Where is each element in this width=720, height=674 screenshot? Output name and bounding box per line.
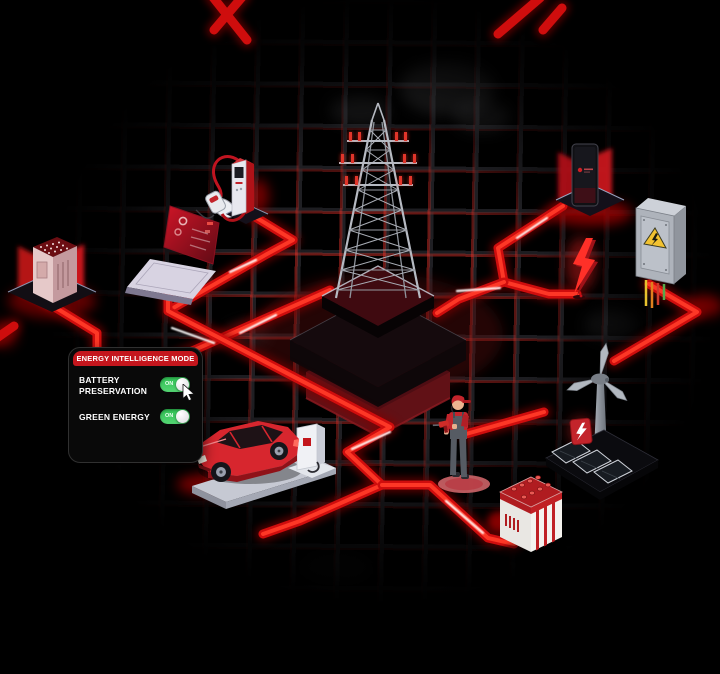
- energy-intelligence-panel: ENERGY INTELLIGENCE MODE BATTERY PRESERV…: [68, 347, 203, 463]
- laptop-dashboard: [125, 197, 236, 305]
- car-body: [197, 421, 299, 482]
- laptop-screen-charts: [174, 216, 213, 251]
- smart-meter-unit: [7, 237, 97, 312]
- cursor-icon: [182, 384, 195, 401]
- battery-caps: [511, 475, 551, 500]
- power-lines-front: [160, 204, 552, 552]
- panel-header: ENERGY INTELLIGENCE MODE: [73, 351, 198, 366]
- transmission-tower: [289, 102, 467, 438]
- toggle-state: ON: [165, 381, 174, 387]
- battery-preservation-label: BATTERY PRESERVATION: [79, 375, 148, 397]
- technician: [432, 395, 490, 493]
- breaker-wires: [644, 280, 666, 308]
- pylon-lattice: [336, 129, 420, 291]
- electric-car: [192, 421, 336, 509]
- battery-vent: [505, 514, 519, 532]
- high-voltage-warning-icon: [643, 227, 667, 249]
- toggle-state: ON: [165, 413, 174, 419]
- power-drill: [432, 420, 450, 434]
- lightning-bolt-icon: [573, 238, 598, 299]
- ev-fast-charger: [205, 155, 269, 224]
- charging-plug: [205, 190, 226, 214]
- smartphone: [555, 143, 625, 216]
- wind-turbine-solar: [545, 342, 659, 500]
- wallbox-charger: [288, 423, 336, 478]
- toggle-green-energy[interactable]: ON: [160, 409, 190, 424]
- insulators: [341, 132, 416, 185]
- meter-keypad-dots: [40, 241, 68, 254]
- breaker-box: [635, 198, 686, 308]
- solar-panels: [551, 439, 633, 484]
- bolt-badge: [569, 417, 593, 446]
- green-energy-label: GREEN ENERGY: [79, 412, 150, 422]
- app-logo: [577, 167, 593, 173]
- toggle-knob[interactable]: [176, 410, 189, 423]
- storage-battery: [499, 475, 563, 559]
